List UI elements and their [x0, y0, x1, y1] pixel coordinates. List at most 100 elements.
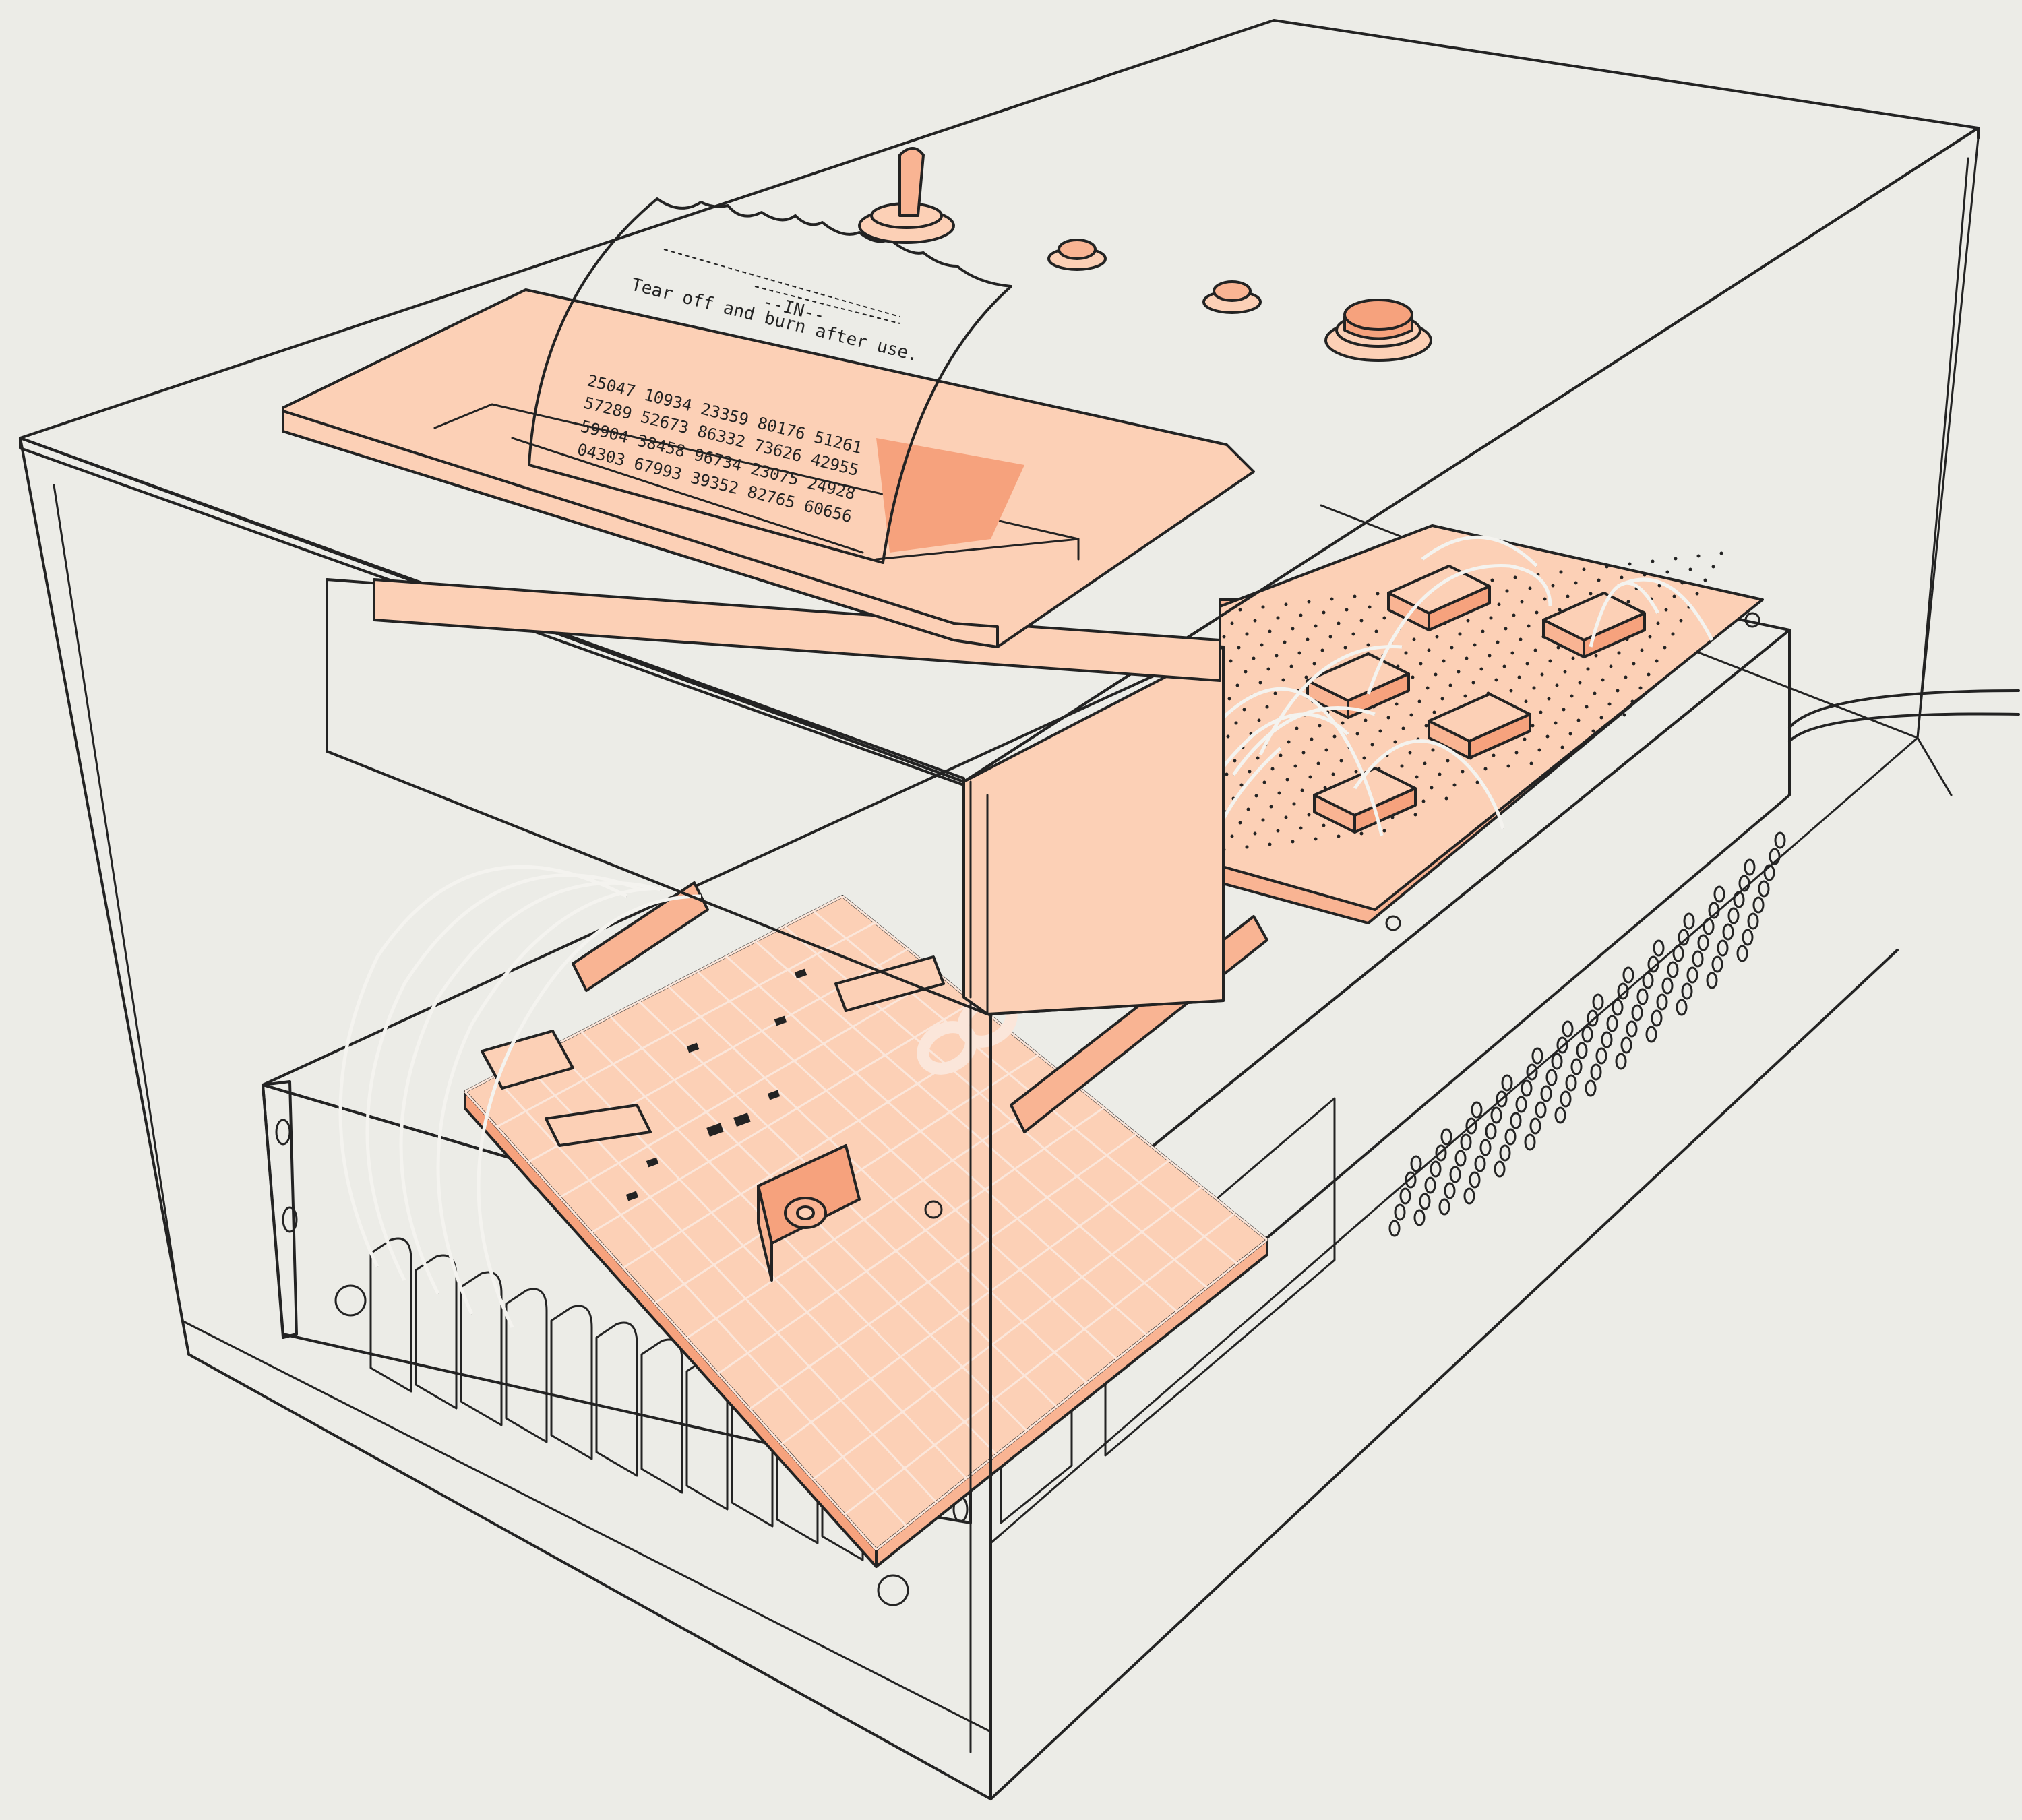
perf-hole [1244, 670, 1248, 674]
perf-hole [1576, 718, 1581, 722]
toggle-switch[interactable] [858, 147, 955, 244]
vent-hole [1438, 1198, 1450, 1216]
perf-hole [1490, 578, 1494, 582]
vent-hole [1742, 929, 1754, 946]
sd-card-slot [545, 1104, 652, 1147]
perf-hole [1328, 635, 1332, 639]
perf-hole [1457, 670, 1461, 674]
grid-line [590, 1001, 974, 1234]
perf-hole [1719, 551, 1723, 555]
vent-hole [1521, 1079, 1533, 1097]
vent-hole [1526, 1063, 1538, 1081]
grid-line [876, 1238, 1268, 1551]
perf-hole [1524, 699, 1528, 703]
perf-hole [1570, 694, 1574, 698]
perf-hole [1299, 613, 1303, 617]
perf-hole [1314, 624, 1318, 628]
perf-hole [1555, 683, 1559, 687]
perf-hole [1545, 734, 1550, 739]
perf-hole [1452, 783, 1457, 787]
perf-hole [1256, 756, 1260, 760]
perf-hole [1291, 840, 1295, 844]
vent-hole [1713, 885, 1725, 903]
perf-hole [1393, 740, 1397, 744]
perf-hole [1297, 651, 1301, 655]
vent-hole [1460, 1133, 1472, 1151]
vent-hole [1413, 1209, 1426, 1226]
vent-hole [1449, 1166, 1461, 1183]
perf-hole [1672, 594, 1676, 598]
perf-hole [1696, 554, 1701, 558]
vent-hole [1727, 907, 1740, 924]
vent-hole [1419, 1193, 1431, 1210]
perf-hole [1622, 713, 1626, 717]
perf-hole [1295, 726, 1299, 730]
perf-hole [1605, 565, 1609, 569]
perf-hole [1664, 608, 1668, 612]
perf-hole [1409, 713, 1413, 717]
vent-hole [1501, 1074, 1513, 1092]
vent-hole [1736, 945, 1748, 962]
perf-hole [1382, 829, 1386, 833]
perf-hole [1461, 770, 1465, 774]
grid-line [559, 974, 942, 1199]
perf-hole [1318, 724, 1322, 728]
vent-hole [1636, 988, 1649, 1005]
perf-hole [1688, 567, 1692, 571]
perf-hole [1442, 659, 1446, 663]
perf-hole [1289, 664, 1293, 668]
perf-hole [1230, 621, 1234, 625]
perf-hole [1483, 767, 1488, 771]
perf-hole [1665, 570, 1669, 574]
vent-hole [1758, 880, 1770, 898]
grid-line [754, 940, 1178, 1313]
perf-hole [1434, 672, 1438, 677]
vent-hole [1576, 1042, 1588, 1059]
vent-hole [1469, 1171, 1481, 1189]
main-push-button[interactable] [1324, 299, 1432, 362]
perf-hole [1656, 621, 1660, 625]
screw-icon [877, 1574, 909, 1606]
heatsink-fin [415, 1254, 458, 1410]
perf-hole [1620, 575, 1624, 579]
perf-hole [1307, 600, 1311, 604]
vent-hole [1581, 1026, 1593, 1043]
perf-hole [1261, 818, 1265, 822]
vent-hole [1590, 1063, 1602, 1081]
vent-hole [1769, 848, 1781, 865]
vent-hole [1430, 1160, 1442, 1178]
vent-hole [1565, 1074, 1577, 1092]
perf-hole [1465, 656, 1469, 660]
perf-hole [1479, 667, 1483, 671]
vent-hole [1494, 1160, 1506, 1178]
vent-hole [1435, 1144, 1447, 1162]
vent-hole [1499, 1144, 1511, 1162]
perf-hole [1540, 672, 1544, 677]
perf-hole [1226, 734, 1230, 739]
perf-hole [1222, 635, 1226, 639]
vent-hole [1394, 1203, 1406, 1221]
perf-hole [1235, 683, 1239, 687]
vent-hole [1592, 993, 1604, 1011]
perf-hole [1411, 675, 1415, 679]
perf-hole [1502, 664, 1506, 668]
perf-hole [1679, 619, 1683, 623]
perf-hole [1578, 681, 1582, 685]
perf-hole [1574, 581, 1578, 585]
perf-hole [1505, 589, 1509, 593]
grid-line [725, 955, 1148, 1336]
perf-hole [1446, 759, 1450, 763]
perfboard [1084, 524, 1764, 931]
perf-hole [1548, 659, 1552, 663]
perf-hole [1527, 624, 1531, 628]
perf-hole [1655, 659, 1659, 663]
perf-hole [1450, 646, 1454, 650]
perf-hole [1339, 759, 1343, 763]
indicator-button-1[interactable] [1047, 239, 1107, 271]
perf-hole [1510, 651, 1514, 655]
vent-hole [1479, 1139, 1492, 1156]
perf-hole [1269, 805, 1273, 809]
indicator-button-2[interactable] [1202, 280, 1262, 314]
vent-hole [1601, 1031, 1613, 1048]
